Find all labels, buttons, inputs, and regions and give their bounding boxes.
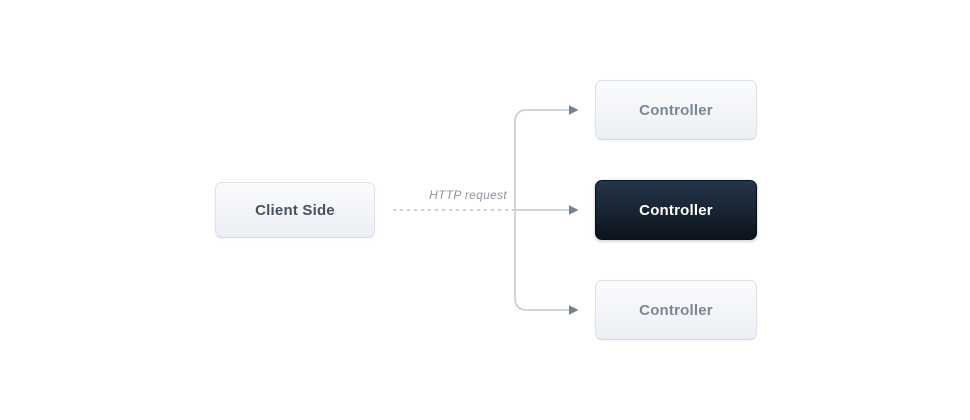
controller-box-top: Controller — [595, 80, 757, 140]
arrowhead-top-icon — [569, 105, 579, 115]
arrowhead-bottom-icon — [569, 305, 579, 315]
client-side-label: Client Side — [255, 201, 335, 219]
branch-spine-line — [514, 109, 569, 311]
controller-box-bottom: Controller — [595, 280, 757, 340]
http-request-label: HTTP request — [429, 188, 507, 202]
controller-top-label: Controller — [639, 101, 713, 119]
client-side-box: Client Side — [215, 182, 375, 238]
controller-box-middle: Controller — [595, 180, 757, 240]
arrowhead-middle-icon — [569, 205, 579, 215]
controller-middle-label: Controller — [639, 201, 713, 219]
controller-bottom-label: Controller — [639, 301, 713, 319]
